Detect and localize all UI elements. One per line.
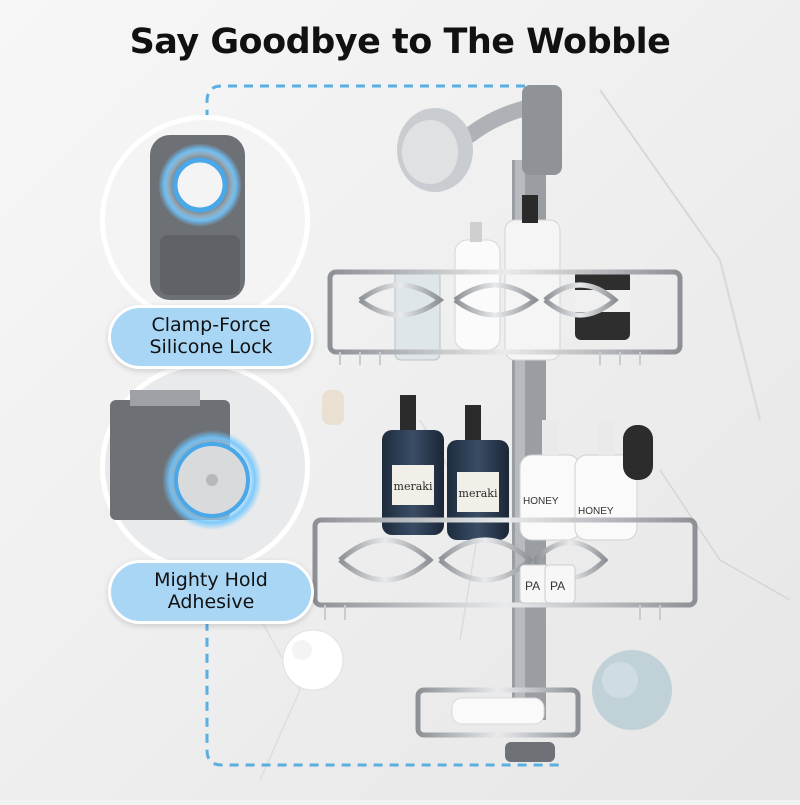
soap-dish: [415, 687, 581, 738]
white-loofah: [282, 629, 344, 691]
marble-vein: [599, 89, 761, 421]
callout-adhesive-line2: Adhesive: [167, 591, 255, 613]
callout-mighty-hold: Mighty Hold Adhesive: [108, 560, 314, 624]
meraki-label-left: meraki: [394, 480, 433, 493]
pa-label-right: PA: [550, 579, 565, 593]
headline: Say Goodbye to The Wobble: [129, 22, 671, 62]
callout-clamp-line2: Silicone Lock: [149, 336, 273, 358]
pa-label-left: PA: [525, 579, 540, 593]
adhesive-mount: [505, 742, 555, 762]
callout-clamp-line1: Clamp-Force: [151, 314, 271, 337]
marble-vein: [659, 469, 791, 601]
pa-jar-right: [544, 564, 576, 604]
hanging-brush: [322, 390, 344, 425]
callout-adhesive-line1: Mighty Hold: [154, 569, 268, 592]
marble-vein: [249, 599, 301, 781]
hanging-bath-brush: [623, 425, 653, 480]
meraki-label-right: meraki: [459, 487, 498, 500]
soap-bar: [451, 697, 545, 725]
top-rack: [327, 269, 683, 355]
honey-label-right: HONEY: [578, 506, 614, 517]
callout-clamp-force: Clamp-Force Silicone Lock: [108, 305, 314, 369]
honey-label-left: HONEY: [523, 496, 559, 507]
dashed-connector: [205, 84, 560, 767]
